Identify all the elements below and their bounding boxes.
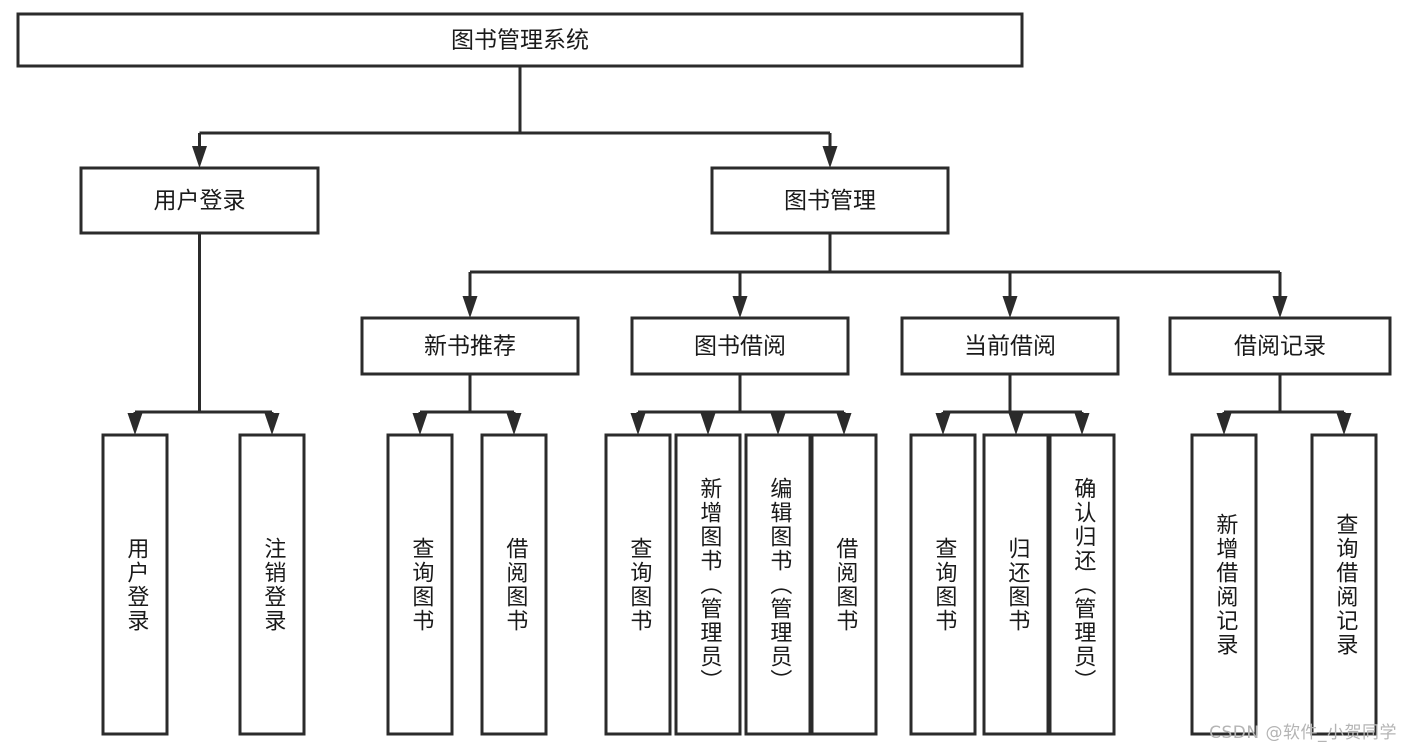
watermark-text: CSDN @软件_小贺同学 [1209,723,1397,743]
leaf-box-10[interactable] [1048,433,1116,736]
level3-box-2[interactable] [900,316,1120,376]
leaf-box-1[interactable] [238,433,306,736]
arrow-head-icon [935,413,951,435]
leaf-box-5[interactable] [674,433,742,736]
level3-label-1: 图书借阅 [694,334,786,360]
leaf-box-3[interactable] [480,433,548,736]
arrow-head-icon [1216,413,1232,435]
arrow-head-icon [822,146,838,168]
arrow-head-icon [1272,296,1288,318]
leaf-box-12[interactable] [1310,433,1378,736]
arrow-head-icon [1074,413,1090,435]
arrow-head-icon [506,413,522,435]
root-box-0[interactable] [16,12,1024,68]
level3-label-0: 新书推荐 [424,334,516,360]
arrow-head-icon [700,413,716,435]
root-label-0: 图书管理系统 [451,28,589,54]
leaf-box-8[interactable] [909,433,977,736]
arrow-head-icon [1002,296,1018,318]
arrow-head-icon [264,413,280,435]
level3-box-3[interactable] [1168,316,1392,376]
leaf-box-11[interactable] [1190,433,1258,736]
level3-label-3: 借阅记录 [1234,334,1326,360]
arrow-head-icon [770,413,786,435]
leaf-box-2[interactable] [386,433,454,736]
leaf-box-0[interactable] [101,433,169,736]
connectors-layer [127,66,1352,435]
boxes-layer [16,12,1392,736]
leaf-box-6[interactable] [744,433,812,736]
arrow-head-icon [732,296,748,318]
level2-label-0: 用户登录 [154,188,246,214]
leaf-box-9[interactable] [982,433,1050,736]
level3-label-2: 当前借阅 [964,334,1056,360]
arrow-head-icon [1008,413,1024,435]
leaf-box-7[interactable] [810,433,878,736]
arrow-head-icon [630,413,646,435]
level3-box-1[interactable] [630,316,850,376]
arrow-head-icon [836,413,852,435]
level3-box-0[interactable] [360,316,580,376]
arrow-head-icon [127,413,143,435]
leaf-box-4[interactable] [604,433,672,736]
arrow-head-icon [1336,413,1352,435]
level2-box-0[interactable] [79,166,320,235]
arrow-head-icon [192,146,207,168]
level2-label-1: 图书管理 [784,188,876,214]
level2-box-1[interactable] [710,166,950,235]
arrow-head-icon [462,296,478,318]
arrow-head-icon [412,413,428,435]
